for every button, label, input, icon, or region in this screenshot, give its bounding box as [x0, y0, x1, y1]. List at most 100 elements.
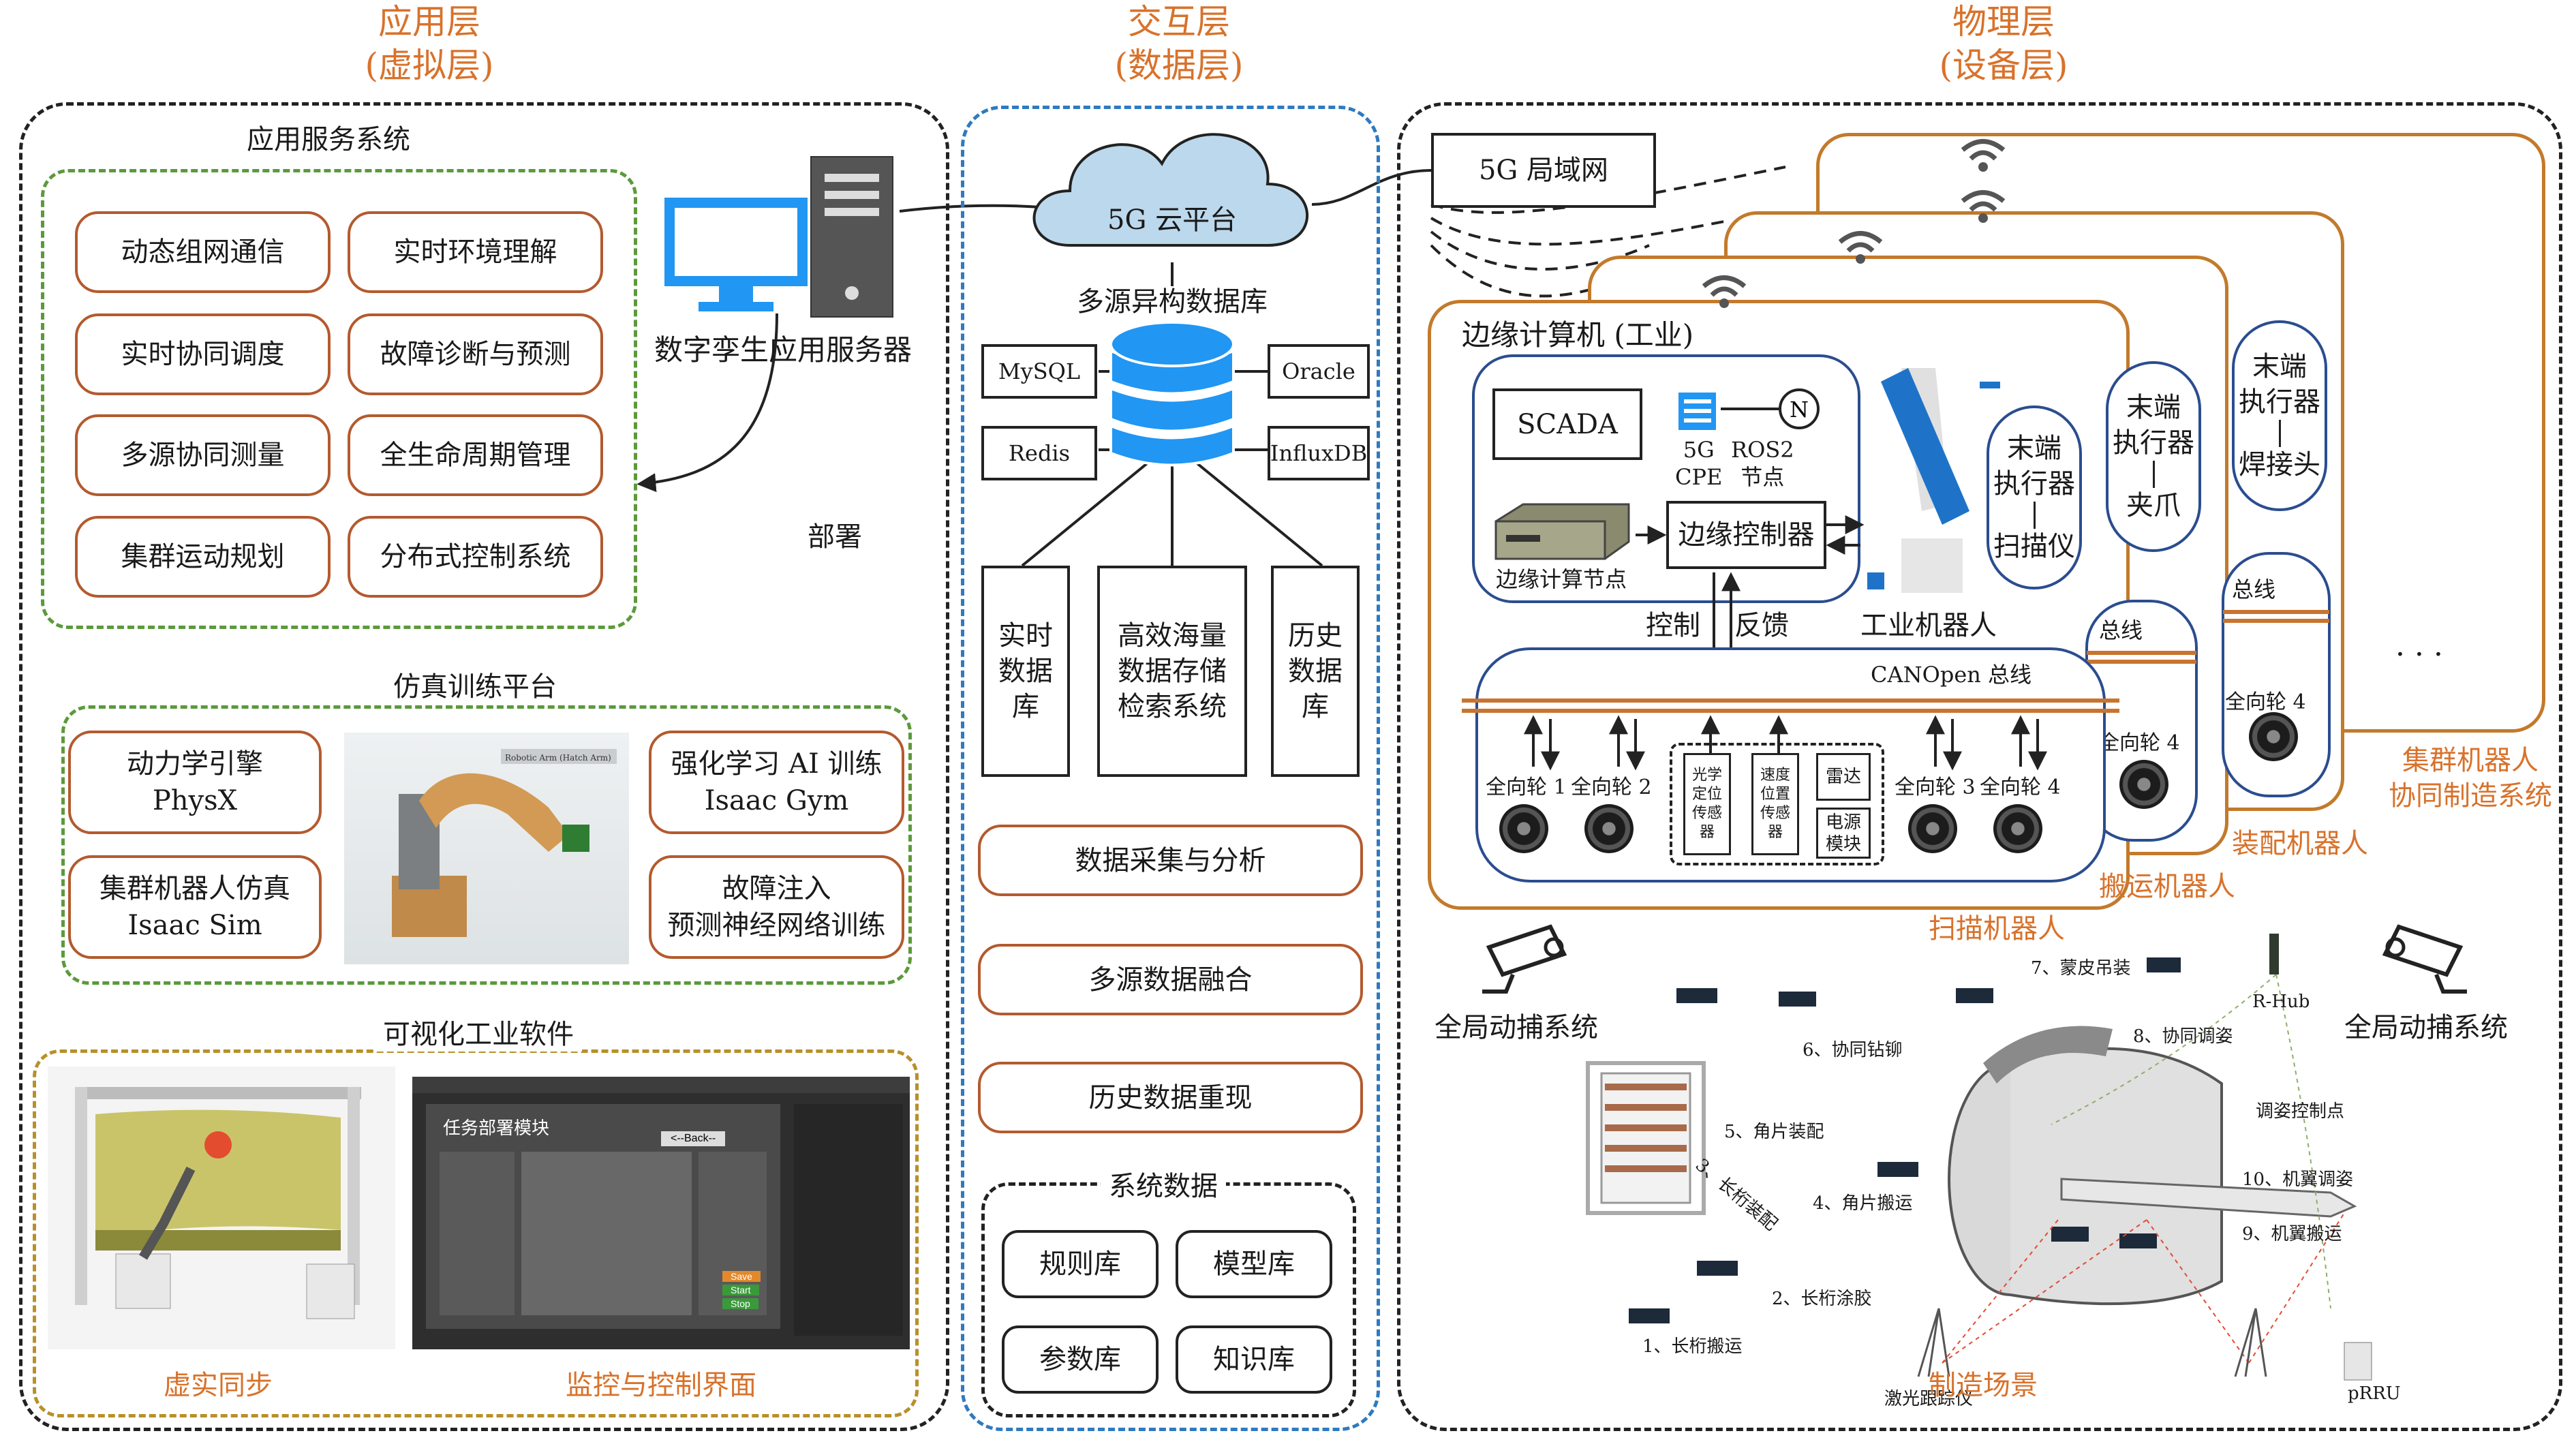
ee-label: 末端 — [2252, 351, 2307, 382]
power-line: 模块 — [1825, 833, 1861, 855]
sensor-group — [1670, 743, 1884, 865]
ellipsis: · · · — [2395, 637, 2443, 672]
omni-wheel-icon — [1584, 804, 1634, 853]
deploy-arrow — [637, 313, 778, 493]
cluster-label: 集群机器人 协同制造系统 — [2389, 743, 2552, 814]
rhub-label: R-Hub — [2252, 992, 2310, 1012]
sim-item-isaac-gym: 强化学习 AI 训练 Isaac Gym — [649, 731, 904, 834]
ui-stop-button[interactable]: Stop — [722, 1298, 758, 1309]
service-item: 实时环境理解 — [348, 211, 603, 293]
sim-image-caption: Robotic Arm (Hatch Arm) — [505, 753, 611, 763]
system-data-rules: 规则库 — [1002, 1230, 1159, 1298]
store-line: 数据存储 — [1118, 656, 1227, 687]
end-effector-scanner: 末端 执行器 扫描仪 — [1987, 405, 2082, 589]
monitoring-control-ui-image: 任务部署模块 <--Back-- Save Start Stop — [412, 1077, 910, 1349]
cpe-line: 5G — [1683, 437, 1715, 463]
ui-save-button[interactable]: Save — [722, 1271, 761, 1282]
canopen-label: CANOpen 总线 — [1871, 662, 2032, 688]
mocap-label-left: 全局动捕系统 — [1435, 1012, 1598, 1043]
omni-wheel-icon — [1908, 804, 1957, 853]
scene-step-8: 8、协同调姿 — [2133, 1026, 2233, 1047]
edge-controller: 边缘控制器 — [1666, 501, 1826, 569]
bus-label: 总线 — [2099, 617, 2143, 643]
service-item: 全生命周期管理 — [348, 414, 603, 496]
sim-item-line2: Isaac Sim — [127, 910, 262, 941]
db-redis: Redis — [981, 426, 1097, 480]
pill-history-replay: 历史数据重现 — [978, 1062, 1363, 1133]
physical-layer-title: 物理层 (设备层) — [1833, 0, 2174, 87]
store-retrieval: 高效海量 数据存储 检索系统 — [1097, 566, 1247, 777]
edge-title: 边缘计算机 (工业) — [1462, 318, 1694, 352]
wheel-label: 全向轮 1 — [1486, 776, 1567, 799]
scene-step-7: 7、蒙皮吊装 — [2031, 958, 2131, 979]
wheel-label: 全向轮 4 — [1980, 776, 2061, 799]
sensor-line: 定位 — [1691, 786, 1722, 803]
store-line: 库 — [1302, 691, 1329, 722]
ui-back-button[interactable]: <--Back-- — [661, 1131, 726, 1146]
wifi-icon — [1702, 275, 1747, 308]
sim-platform-label: 仿真训练平台 — [385, 664, 565, 704]
end-effector-welder: 末端 执行器 焊接头 — [2232, 320, 2327, 511]
service-item: 多源协同测量 — [75, 414, 331, 496]
wifi-icon — [1961, 190, 2006, 223]
cpe-ros-link — [1721, 408, 1779, 410]
bus-label: 总线 — [2232, 577, 2276, 602]
ee-label: 执行器 — [1993, 468, 2075, 500]
digital-twin-sync-image — [48, 1067, 395, 1349]
store-realtime: 实时 数据 库 — [981, 566, 1070, 777]
ee-tool: 扫描仪 — [1993, 531, 2075, 562]
interaction-layer-box — [961, 106, 1380, 1431]
ui-start-button[interactable]: Start — [722, 1285, 759, 1295]
sim-item-line1: 动力学引擎 — [127, 748, 263, 780]
radar-box: 雷达 — [1816, 753, 1871, 801]
ee-tool: 夹爪 — [2126, 490, 2181, 521]
scene-step-5: 5、角片装配 — [1724, 1122, 1824, 1142]
sim-item-line1: 集群机器人仿真 — [99, 873, 290, 904]
ee-tool: 焊接头 — [2239, 449, 2320, 480]
cloud-label: 5G 云平台 — [1107, 204, 1238, 236]
scene-step-1: 1、长桁搬运 — [1642, 1336, 1743, 1357]
sim-render-image: Robotic Arm (Hatch Arm) — [344, 733, 629, 964]
cloud-icon — [1032, 133, 1309, 247]
wifi-icon — [1838, 231, 1883, 264]
edge-node-icon — [1494, 503, 1630, 560]
omni-wheel-icon — [1993, 804, 2042, 853]
db-mysql: MySQL — [981, 344, 1097, 399]
sim-item-line2: 预测神经网络训练 — [667, 910, 886, 941]
visual-software-label: 可视化工业软件 — [375, 1012, 582, 1052]
laser-tracker-label: 激光跟踪仪 — [1884, 1389, 1974, 1409]
database-icon — [1109, 321, 1235, 467]
cpe-label: 5G CPE — [1675, 436, 1722, 491]
industrial-robot-label: 工业机器人 — [1860, 610, 1997, 641]
camera-icon — [2382, 924, 2467, 994]
service-item: 实时协同调度 — [75, 313, 331, 395]
ros2-label: ROS2 节点 — [1731, 436, 1794, 491]
sensor-line: 传感 — [1760, 805, 1790, 822]
cpe-icon — [1678, 393, 1716, 430]
db-title: 多源异构数据库 — [1077, 286, 1268, 318]
robot-name-scanner: 扫描机器人 — [1929, 913, 2065, 945]
prru-label: pRRU — [2348, 1383, 2401, 1404]
sim-item-line2: Isaac Gym — [704, 785, 849, 816]
pill-data-collection: 数据采集与分析 — [978, 825, 1363, 896]
scene-step-2: 2、长桁涂胶 — [1772, 1289, 1872, 1309]
power-line: 电源 — [1825, 812, 1861, 833]
camera-icon — [1482, 924, 1567, 994]
store-line: 实时 — [998, 620, 1053, 651]
omni-wheel-icon — [1499, 804, 1548, 853]
monitor-caption: 监控与控制界面 — [566, 1370, 756, 1401]
db-influxdb: InfluxDB — [1268, 426, 1370, 480]
sim-item-fault-injection: 故障注入 预测神经网络训练 — [649, 855, 904, 959]
sensor-line: 速度 — [1760, 767, 1790, 784]
system-data-knowledge: 知识库 — [1176, 1325, 1332, 1394]
control-points-label: 调姿控制点 — [2256, 1101, 2345, 1122]
ui-title: 任务部署模块 — [443, 1118, 550, 1138]
ee-label: 执行器 — [2113, 427, 2194, 459]
sim-item-isaac-sim: 集群机器人仿真 Isaac Sim — [68, 855, 322, 959]
feedback-label: 反馈 — [1734, 610, 1789, 641]
ee-label: 末端 — [2007, 433, 2061, 464]
ros2-node-icon: N — [1779, 388, 1820, 429]
sim-item-line2: PhysX — [152, 785, 238, 816]
sensor-line: 位置 — [1760, 786, 1790, 803]
system-data-label: 系统数据 — [1101, 1164, 1226, 1203]
